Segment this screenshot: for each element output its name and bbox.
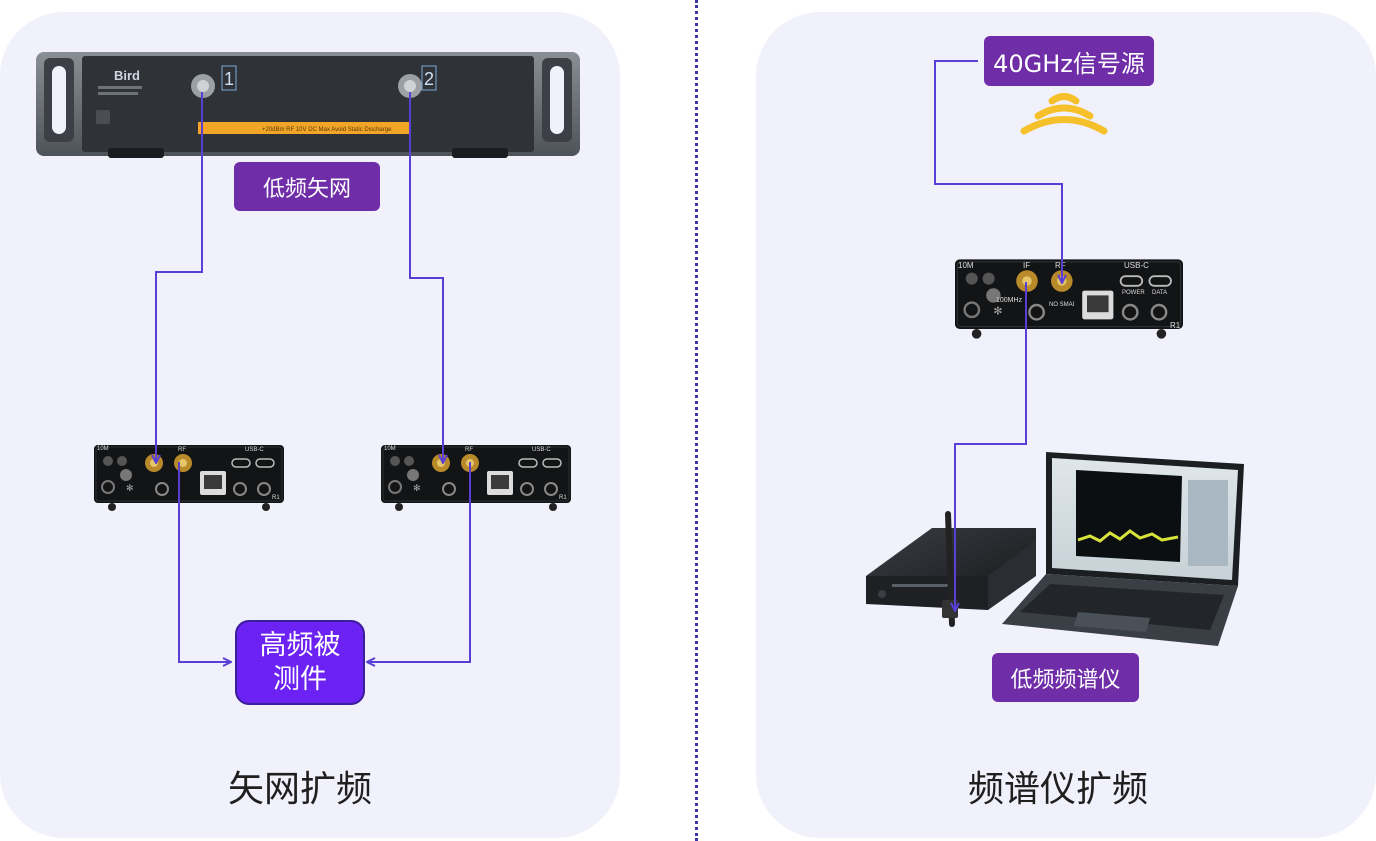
- low-freq-vna-tag: 低频矢网: [234, 162, 380, 211]
- extender-left-usb-label: USB-C: [245, 447, 264, 453]
- vna-port-1-label: 1: [224, 69, 234, 89]
- extender-right-model-label: R1: [559, 495, 567, 501]
- vna-port-2-label: 2: [424, 69, 434, 89]
- connection-wires: [156, 60, 1062, 662]
- signal-source-tag: 40GHz信号源: [984, 36, 1154, 86]
- extender-sa-if-label: IF: [1023, 261, 1030, 270]
- extender-sa-100m-label: 100MHz: [996, 297, 1023, 304]
- vna-brand-text: Bird: [114, 68, 140, 83]
- freq-extender-left: [94, 445, 284, 511]
- extender-left-model-label: R1: [272, 495, 280, 501]
- extender-left-rf-label: RF: [178, 447, 186, 453]
- extender-sa-nosmai-label: NO SMAI: [1049, 302, 1075, 308]
- low-freq-sa-tag: 低频频谱仪: [992, 653, 1139, 702]
- spectrum-analyzer-device: [866, 511, 1036, 627]
- extender-sa-10m-label: 10M: [958, 261, 974, 270]
- extender-right-usb-label: USB-C: [532, 447, 551, 453]
- signal-waves-icon: [1020, 93, 1108, 135]
- vna-extension-caption: 矢网扩频: [227, 769, 372, 810]
- freq-extender-sa: [955, 259, 1183, 339]
- vna-instrument: [36, 52, 580, 158]
- extender-sa-model-label: R1: [1170, 321, 1181, 330]
- extender-sa-rf-label: RF: [1055, 261, 1066, 270]
- extender-sa-data-label: DATA: [1152, 290, 1167, 296]
- sa-extension-caption: 频谱仪扩频: [967, 769, 1148, 810]
- extender-sa-power-label: POWER: [1122, 290, 1145, 296]
- dut-box: 高频被 测件: [235, 620, 365, 705]
- extender-right-10m-label: 10M: [384, 446, 396, 452]
- dut-label-line1: 高频被: [259, 629, 341, 661]
- dut-label-line2: 测件: [273, 663, 327, 695]
- laptop-icon: [1002, 452, 1244, 646]
- vna-warning-strip-text: +20dBm RF 10V DC Max Avoid Static Discha…: [262, 127, 392, 133]
- extender-sa-usb-label: USB-C: [1124, 261, 1149, 270]
- extender-right-rf-label: RF: [465, 447, 473, 453]
- extender-left-10m-label: 10M: [97, 446, 109, 452]
- freq-extender-right: [381, 445, 571, 511]
- section-divider: [695, 0, 698, 841]
